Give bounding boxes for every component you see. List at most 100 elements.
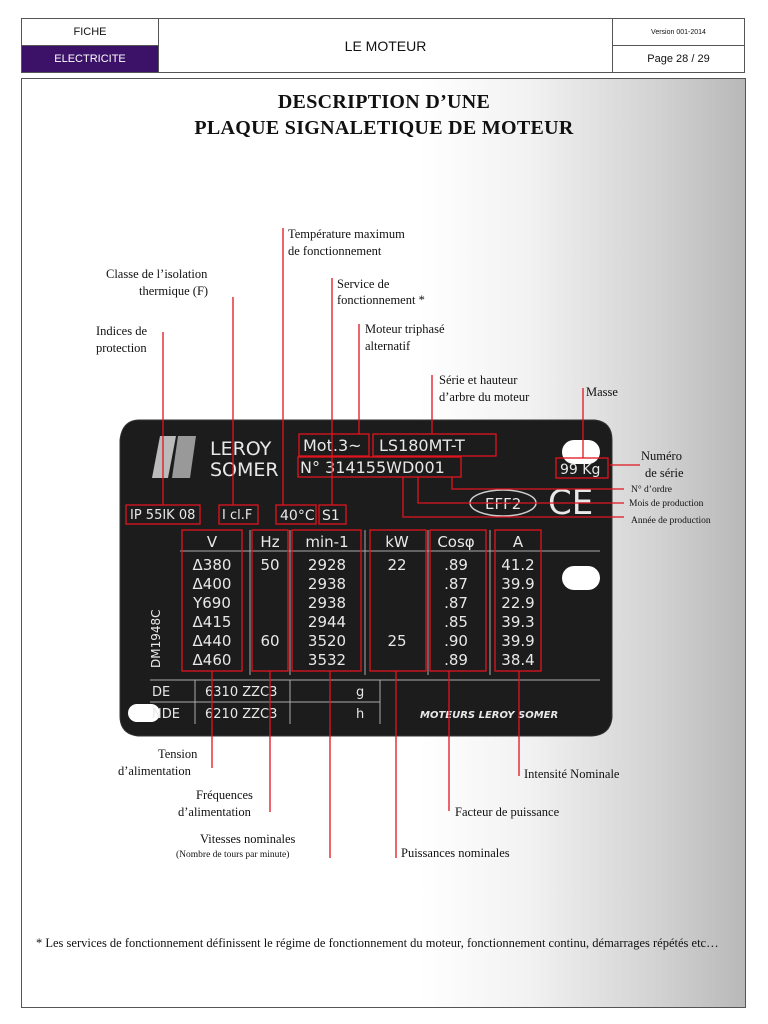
label-ordre: N° d’ordre (631, 485, 672, 495)
label-temperature-1: Température maximum (288, 227, 405, 241)
plate-cell-v: Δ380 (193, 556, 232, 574)
plate-cell-v: Y690 (192, 594, 231, 612)
category-label: ELECTRICITE (22, 46, 159, 72)
plate-header-v: V (207, 533, 218, 551)
plate-cell-a: 22.9 (501, 594, 534, 612)
plate-cell-rpm: 2938 (308, 594, 346, 612)
plate-cell-kw: 25 (387, 632, 406, 650)
eff-text: EFF2 (485, 495, 521, 513)
highlight-mot (298, 433, 370, 457)
de-label: DE (152, 685, 170, 700)
label-moteur-1: Moteur triphasé (365, 322, 445, 336)
page-number: Page 28 / 29 (647, 53, 710, 65)
de-value: 6310 ZZC3 (205, 685, 277, 700)
plate-header-hz: Hz (260, 533, 279, 551)
mounting-hole-right (562, 566, 600, 590)
ip-text: IP 55IK 08 (130, 508, 195, 523)
label-vitesses-2: (Nombre de tours par minute) (176, 850, 290, 860)
insulation-text: I cl.F (222, 508, 252, 523)
plate-cell-v: Δ415 (193, 613, 232, 631)
brand-line-1: LEROY (210, 438, 272, 460)
plate-cell-cos: .85 (444, 613, 468, 631)
label-puissances: Puissances nominales (401, 846, 510, 860)
label-service-2: fonctionnement * (337, 293, 425, 307)
label-tension-2: d’alimentation (118, 764, 191, 778)
plate-header-a: A (513, 533, 524, 551)
highlight-col-a (494, 529, 542, 672)
mounting-hole-top-right (562, 440, 600, 464)
label-vitesses-1: Vitesses nominales (200, 832, 296, 846)
plate-cell-rpm: 3532 (308, 651, 346, 669)
h-label: h (356, 707, 364, 722)
label-serie-1: Série et hauteur (439, 373, 518, 387)
temp-text: 40°C (280, 508, 315, 524)
label-indices-2: protection (96, 341, 147, 355)
highlight-insulation (218, 504, 259, 525)
plate-cell-rpm: 2928 (308, 556, 346, 574)
label-serie-2: d’arbre du moteur (439, 390, 530, 404)
label-indices-1: Indices de (96, 324, 148, 338)
highlight-boxes (125, 433, 609, 672)
plate-cell-a: 39.9 (501, 575, 534, 593)
label-frequences-2: d’alimentation (178, 805, 251, 819)
plate-table-grid (150, 530, 600, 724)
plate-cell-rpm: 2938 (308, 575, 346, 593)
main-title-line-1: DESCRIPTION D’UNE (277, 91, 491, 113)
plate-cell-rpm: 3520 (308, 632, 346, 650)
leader-lines (162, 228, 640, 858)
label-tension-1: Tension (158, 747, 198, 761)
brand-line-2: SOMER (210, 459, 279, 481)
g-label: g (356, 685, 364, 700)
side-code-text: DM1948C (149, 609, 163, 668)
plate-header-rpm: min-1 (305, 533, 348, 551)
nde-value: 6210 ZZC3 (205, 707, 277, 722)
highlight-col-cos (429, 529, 487, 672)
series-text: LS180MT-T (379, 436, 465, 455)
label-facteur: Facteur de puissance (455, 805, 560, 819)
nde-label: NDE (152, 707, 180, 722)
highlight-mass (555, 457, 609, 479)
header-table: FICHE ELECTRICITE LE MOTEUR Version 001-… (21, 18, 745, 73)
plate-header-cos: Cosφ (437, 533, 474, 551)
serial-text: N° 314155WD001 (300, 458, 445, 477)
plate-cell-a: 39.3 (501, 613, 534, 631)
highlight-serial (297, 456, 462, 478)
label-temperature-2: de fonctionnement (288, 244, 382, 258)
highlight-col-kw (369, 529, 427, 672)
highlight-col-rpm (291, 529, 362, 672)
plate-cell-cos: .89 (444, 651, 468, 669)
plate-cell-cos: .87 (444, 575, 468, 593)
plate-cell-cos: .87 (444, 594, 468, 612)
label-mois: Mois de production (629, 499, 704, 509)
plate-cell-cos: .89 (444, 556, 468, 574)
plate-header-kw: kW (385, 533, 409, 551)
label-masse: Masse (586, 385, 618, 399)
plate-cell-hz: 60 (260, 632, 279, 650)
mass-text: 99 Kg (560, 462, 600, 478)
highlight-series (372, 433, 497, 457)
footnote: * Les services de fonctionnement définis… (36, 936, 719, 950)
label-service-1: Service de (337, 277, 390, 291)
plate-cell-kw: 22 (387, 556, 406, 574)
label-annee: Année de production (631, 516, 711, 526)
label-frequences-1: Fréquences (196, 788, 253, 802)
label-numero-2: de série (645, 466, 684, 480)
version-label: Version 001-2014 (613, 19, 744, 46)
fiche-label: FICHE (22, 19, 159, 46)
mounting-hole-bottom-left (128, 704, 160, 722)
label-moteur-2: alternatif (365, 339, 411, 353)
label-intensite: Intensité Nominale (524, 767, 620, 781)
highlight-temp (275, 504, 317, 525)
label-classe-1: Classe de l’isolation (106, 267, 208, 281)
main-title-line-2: PLAQUE SIGNALETIQUE DE MOTEUR (194, 117, 574, 139)
service-text: S1 (322, 508, 340, 524)
plate-cell-v: Δ440 (193, 632, 232, 650)
plate-cell-v: Δ400 (193, 575, 232, 593)
plate-cell-hz: 50 (260, 556, 279, 574)
plate-cell-cos: .90 (444, 632, 468, 650)
label-classe-2: thermique (F) (139, 284, 209, 298)
document-title: LE MOTEUR (159, 19, 613, 72)
leroy-somer-logo (152, 436, 196, 478)
nameplate-body (119, 419, 613, 737)
